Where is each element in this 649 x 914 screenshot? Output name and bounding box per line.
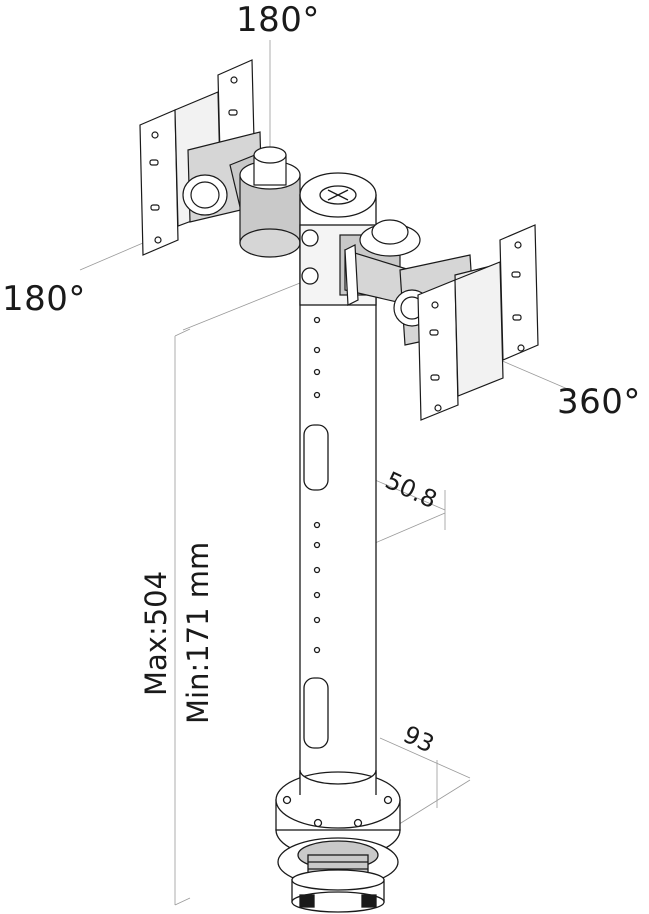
width-base-line-a [379,737,471,779]
left-reference-line [79,239,151,271]
pole-slot-lower [303,677,329,749]
right-reference-line [499,359,571,391]
height-extension-top [182,282,301,331]
left-swivel-hub [239,146,301,258]
pole [299,172,377,826]
desk-clamp-base [275,769,401,913]
height-dimension-tick-top [174,328,191,337]
height-dimension-tick-bottom [174,897,191,906]
width-upper-line-b [374,512,446,544]
right-vesa-plate [417,224,539,421]
dimension-label-height-max: Max:504 [139,570,173,696]
rotation-label-left: 180° [2,279,86,319]
pole-slot-upper [303,424,329,491]
dimension-label-height-min: Min:171 mm [181,541,215,724]
width-upper-line-a [374,479,446,511]
base-flange-top [275,771,401,829]
rotation-label-top: 180° [236,0,320,40]
rotation-label-right: 360° [557,382,641,422]
right-swivel-hub [339,219,421,306]
